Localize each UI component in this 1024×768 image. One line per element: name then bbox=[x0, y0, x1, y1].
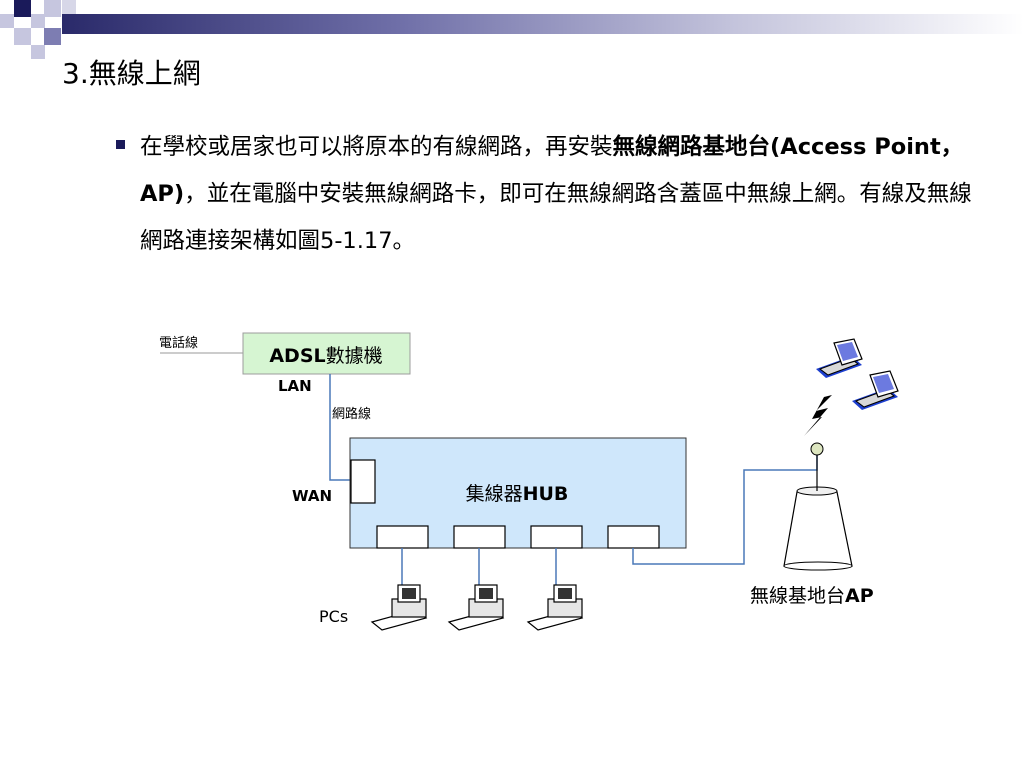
corner-decoration bbox=[0, 0, 76, 59]
desktop-pc-icon bbox=[526, 584, 584, 631]
bullet-text-part-1: 在學校或居家也可以將原本的有線網路，再安裝 bbox=[140, 134, 613, 160]
hub-port-4 bbox=[607, 525, 660, 549]
hub-label: 集線器HUB bbox=[466, 483, 569, 505]
wan-label: WAN bbox=[292, 487, 332, 505]
access-point-label: 無線基地台AP bbox=[750, 585, 874, 607]
access-point-base bbox=[783, 561, 853, 571]
access-point-icon bbox=[783, 491, 853, 567]
antenna-tip bbox=[810, 442, 824, 456]
hub-port-1 bbox=[376, 525, 429, 549]
network-cable-label: 網路線 bbox=[332, 406, 371, 422]
laptop-icon bbox=[816, 338, 863, 378]
lan-label: LAN bbox=[278, 377, 312, 395]
bullet-bold-term: 無線網路基地台(Access Point，AP) bbox=[140, 134, 964, 207]
adsl-modem-label: ADSL數據機 bbox=[269, 345, 382, 367]
adsl-modem-box bbox=[242, 332, 411, 375]
hub-port-2 bbox=[453, 525, 506, 549]
header-gradient-bar bbox=[62, 14, 1024, 34]
slide-title: 3.無線上網 bbox=[62, 57, 201, 90]
desktop-pc-icon bbox=[370, 584, 428, 631]
bullet-text-part-2: ，並在電腦中安裝無線網路卡，即可在無線網路含蓋區中無線上網。有線及無線網路連接架… bbox=[140, 181, 972, 254]
bullet-paragraph: 在學校或居家也可以將原本的有線網路，再安裝無線網路基地台(Access Poin… bbox=[140, 124, 985, 265]
wireless-signal-icon bbox=[804, 395, 832, 436]
pcs-label: PCs bbox=[319, 607, 348, 626]
desktop-pc-icon bbox=[447, 584, 505, 631]
hub-port-3 bbox=[530, 525, 583, 549]
phone-line-label: 電話線 bbox=[159, 335, 198, 351]
laptop-icon bbox=[852, 370, 899, 410]
bullet-square-icon bbox=[116, 140, 125, 149]
wan-port bbox=[350, 459, 376, 504]
modem-hub-cable bbox=[329, 374, 351, 481]
